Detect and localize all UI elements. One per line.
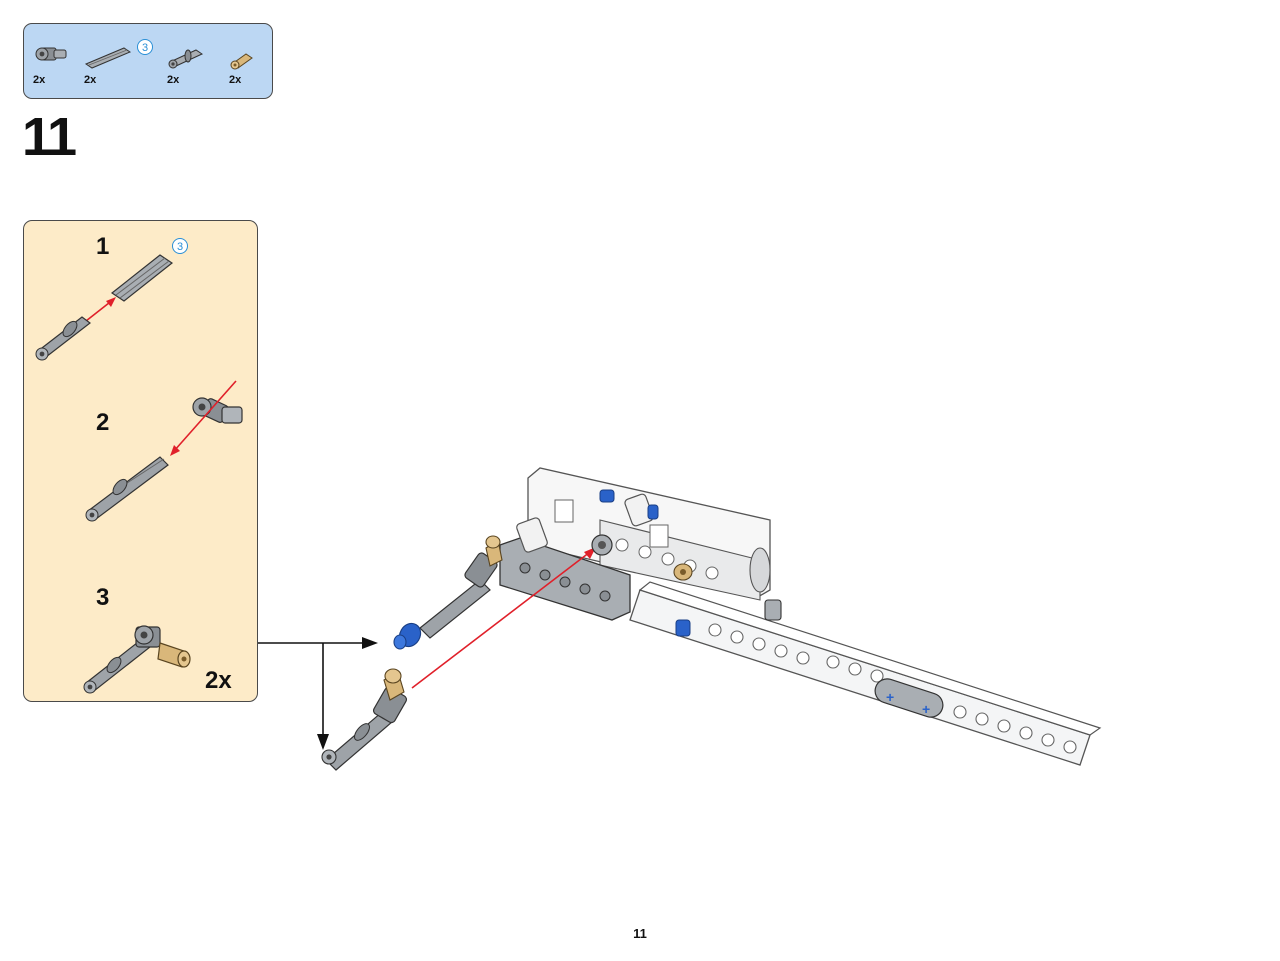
axle-connector-icon — [192, 397, 243, 424]
axle-pin-icon — [35, 316, 91, 361]
substep-1-illustration — [35, 254, 174, 361]
page-number: 11 — [633, 926, 647, 941]
tan-axle-pin-icon — [673, 563, 693, 581]
part-qty: 2x — [33, 74, 46, 86]
axle-3-icon — [84, 47, 132, 69]
axle-pin-icon — [168, 49, 204, 69]
part-qty: 2x — [84, 74, 97, 86]
insert-arrow — [411, 551, 591, 689]
parts-callout: 2x 3 2x 2x 2x — [23, 23, 273, 99]
blue-pin-icon — [599, 489, 691, 637]
length-badge: 3 — [172, 238, 188, 254]
liftarm-holes — [519, 562, 611, 602]
gray-bush — [591, 534, 613, 556]
axle-pin-icon — [83, 638, 151, 694]
tan-axle-pin-icon — [157, 642, 191, 668]
axle-3-icon — [110, 254, 174, 302]
substep-number: 1 — [96, 233, 110, 260]
svg-text:+: + — [886, 689, 894, 705]
attached-subassembly — [393, 535, 503, 650]
axle-connector-icon — [134, 625, 161, 648]
substep-3-illustration — [83, 625, 191, 694]
part-qty: 2x — [229, 74, 242, 86]
gray-link: + + — [874, 678, 944, 718]
axle-pin-icon — [85, 456, 169, 522]
step-number: 11 — [22, 107, 77, 167]
gray-pin-icon — [764, 599, 782, 621]
beam-holes — [708, 623, 1077, 754]
substep-2-illustration — [85, 380, 243, 522]
white-beam — [629, 581, 1102, 766]
svg-text:+: + — [922, 701, 930, 717]
white-frame — [527, 467, 771, 601]
insert-arrow — [173, 380, 237, 452]
substep-number: 2 — [96, 409, 110, 436]
substep-number: 3 — [96, 584, 110, 611]
multiplier-label: 2x — [205, 667, 232, 694]
frame-holes — [615, 538, 719, 580]
incoming-subassembly — [321, 668, 408, 771]
length-badge: 3 — [137, 39, 153, 55]
tan-axle-pin-icon — [230, 53, 253, 70]
axle-connector-icon — [35, 47, 67, 61]
subassembly-callout: 1 3 2 — [23, 220, 258, 702]
part-qty: 2x — [167, 74, 180, 86]
